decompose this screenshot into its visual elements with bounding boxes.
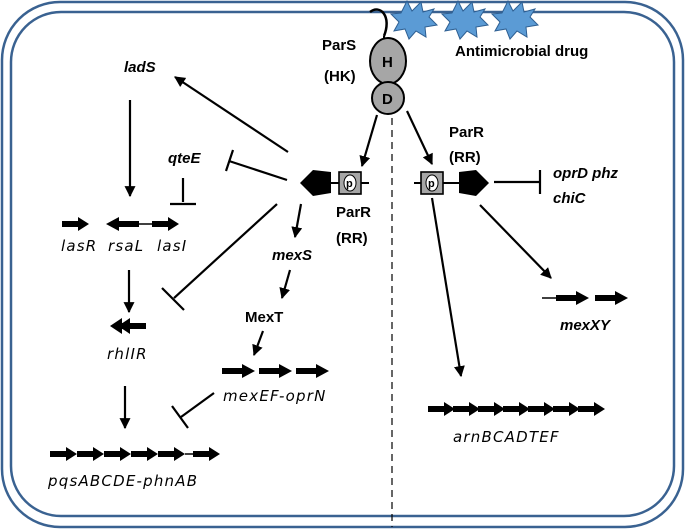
pars-to-left-parr-arrow xyxy=(359,114,379,168)
right-parr-effector-pentagon xyxy=(459,170,489,196)
mexxy-label: mexXY xyxy=(560,317,612,334)
parr-to-mexxy-arrow xyxy=(479,204,552,279)
mexef-represses-pqs xyxy=(171,392,215,429)
drug-star-3 xyxy=(490,0,540,40)
drug-star-2 xyxy=(440,0,490,40)
pqs-label: pqsABCDE-phnAB xyxy=(47,472,198,490)
arn-label: arnBCADTEF xyxy=(453,428,560,446)
lasr-label: lasR xyxy=(61,237,97,255)
pars-to-right-parr-arrow xyxy=(406,110,433,165)
pqs-gene-cluster xyxy=(50,447,220,461)
rhlir-label: rhlIR xyxy=(107,345,148,363)
left-parr-regulator: p xyxy=(300,170,369,196)
rhlr-gene-arrow xyxy=(110,318,130,334)
svg-text:D: D xyxy=(382,91,393,108)
pars-d-domain: D xyxy=(371,81,405,115)
right-parr-regulator: p xyxy=(414,170,489,196)
lasi-label: lasI xyxy=(157,237,187,255)
chic-label: chiC xyxy=(553,190,587,207)
lasr-gene-arrow xyxy=(62,217,89,231)
parr-to-lads-arrow xyxy=(174,76,289,153)
mext-label: MexT xyxy=(245,309,283,326)
mexef-oprn-gene-cluster xyxy=(222,364,329,378)
svg-text:H: H xyxy=(382,54,393,71)
parr-represses-rhl xyxy=(161,203,278,311)
right-parr-label: ParR xyxy=(449,124,484,141)
las-gene-cluster xyxy=(62,217,179,231)
svg-text:p: p xyxy=(428,178,435,190)
left-parr-role-label: (RR) xyxy=(336,230,368,247)
left-parr-label: ParR xyxy=(336,204,371,221)
parr-represses-qtee xyxy=(224,149,288,182)
parr-to-mexs-arrow xyxy=(291,203,303,239)
left-parr-effector-pentagon xyxy=(300,170,331,196)
pars-transmembrane-tether xyxy=(369,8,388,37)
pars-h-domain: H xyxy=(369,37,407,85)
antimicrobial-drug-label: Antimicrobial drug xyxy=(455,43,588,60)
mexs-label: mexS xyxy=(272,247,312,264)
lads-label: ladS xyxy=(124,59,156,76)
parr-to-arn-arrow xyxy=(430,197,465,378)
pars-role-label: (HK) xyxy=(324,68,356,85)
qtee-label: qteE xyxy=(168,150,202,167)
pars-label: ParS xyxy=(322,37,356,54)
right-parr-role-label: (RR) xyxy=(449,149,481,166)
arn-gene-cluster xyxy=(428,402,605,416)
drug-stars xyxy=(389,0,540,40)
qtee-represses-las xyxy=(170,178,196,206)
rsal-gene-arrow xyxy=(106,217,139,231)
mexef-label: mexEF-oprN xyxy=(223,387,327,405)
drug-star-1 xyxy=(389,0,439,40)
oprd-phz-label: oprD phz xyxy=(553,165,618,182)
rhli-gene-arrow xyxy=(118,318,146,334)
lasi-gene-arrow xyxy=(152,217,179,231)
svg-text:p: p xyxy=(346,178,353,190)
mexs-to-mext-arrow xyxy=(279,269,292,300)
parr-represses-oprd xyxy=(494,170,542,194)
mexxy-gene-cluster xyxy=(542,291,628,305)
mext-to-mexef-arrow xyxy=(252,330,265,357)
rhl-gene-cluster xyxy=(110,318,146,334)
inner-membrane xyxy=(9,10,676,518)
rsal-label: rsaL xyxy=(108,237,144,255)
